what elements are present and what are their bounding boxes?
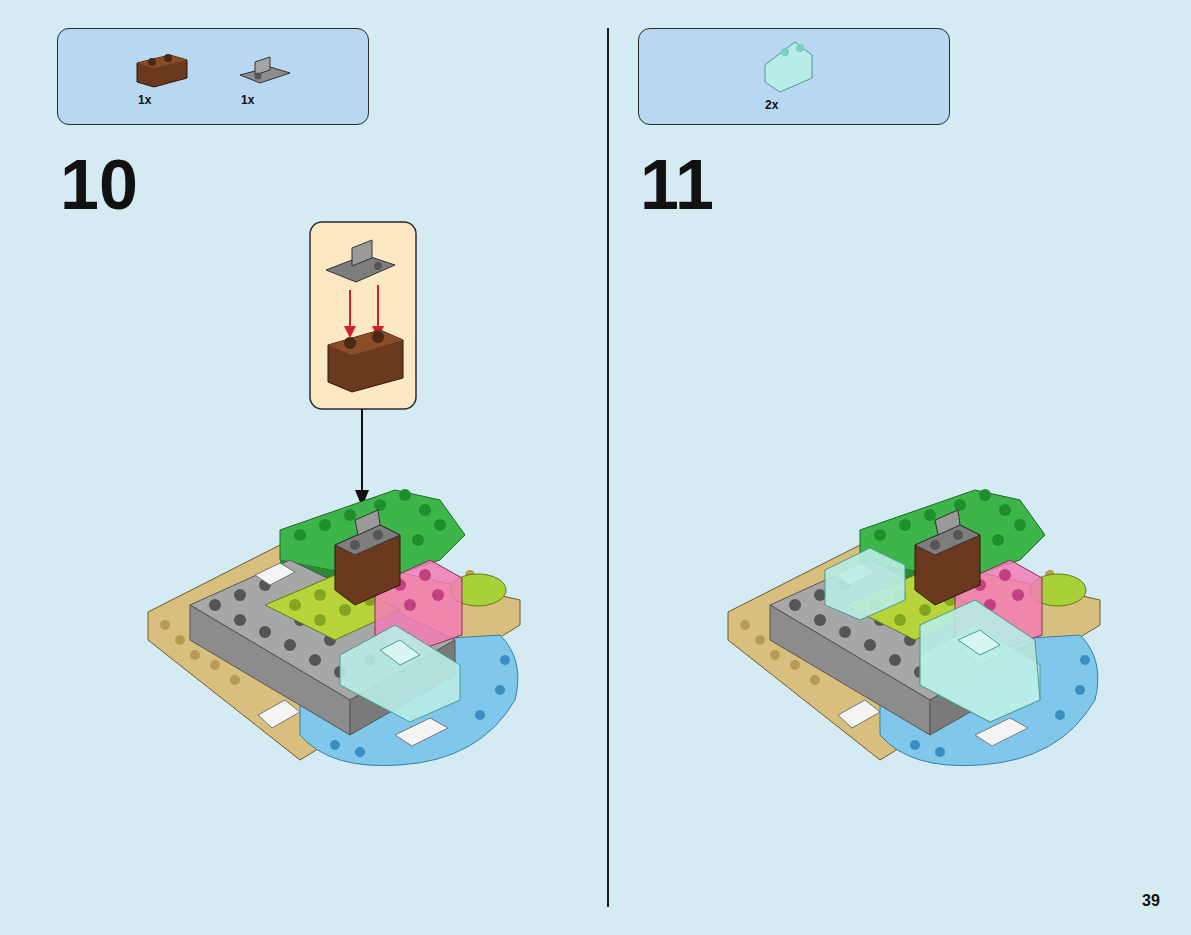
- page-number: 39: [1142, 893, 1160, 909]
- step-number: 11: [640, 150, 714, 220]
- parts-callout-box: 1x 1x: [57, 28, 369, 125]
- part-quantity: 2x: [765, 98, 778, 112]
- part-quantity: 1x: [241, 93, 254, 107]
- part-quantity: 1x: [138, 93, 151, 107]
- parts-callout-box: 2x: [638, 28, 950, 125]
- step-number: 10: [60, 150, 138, 220]
